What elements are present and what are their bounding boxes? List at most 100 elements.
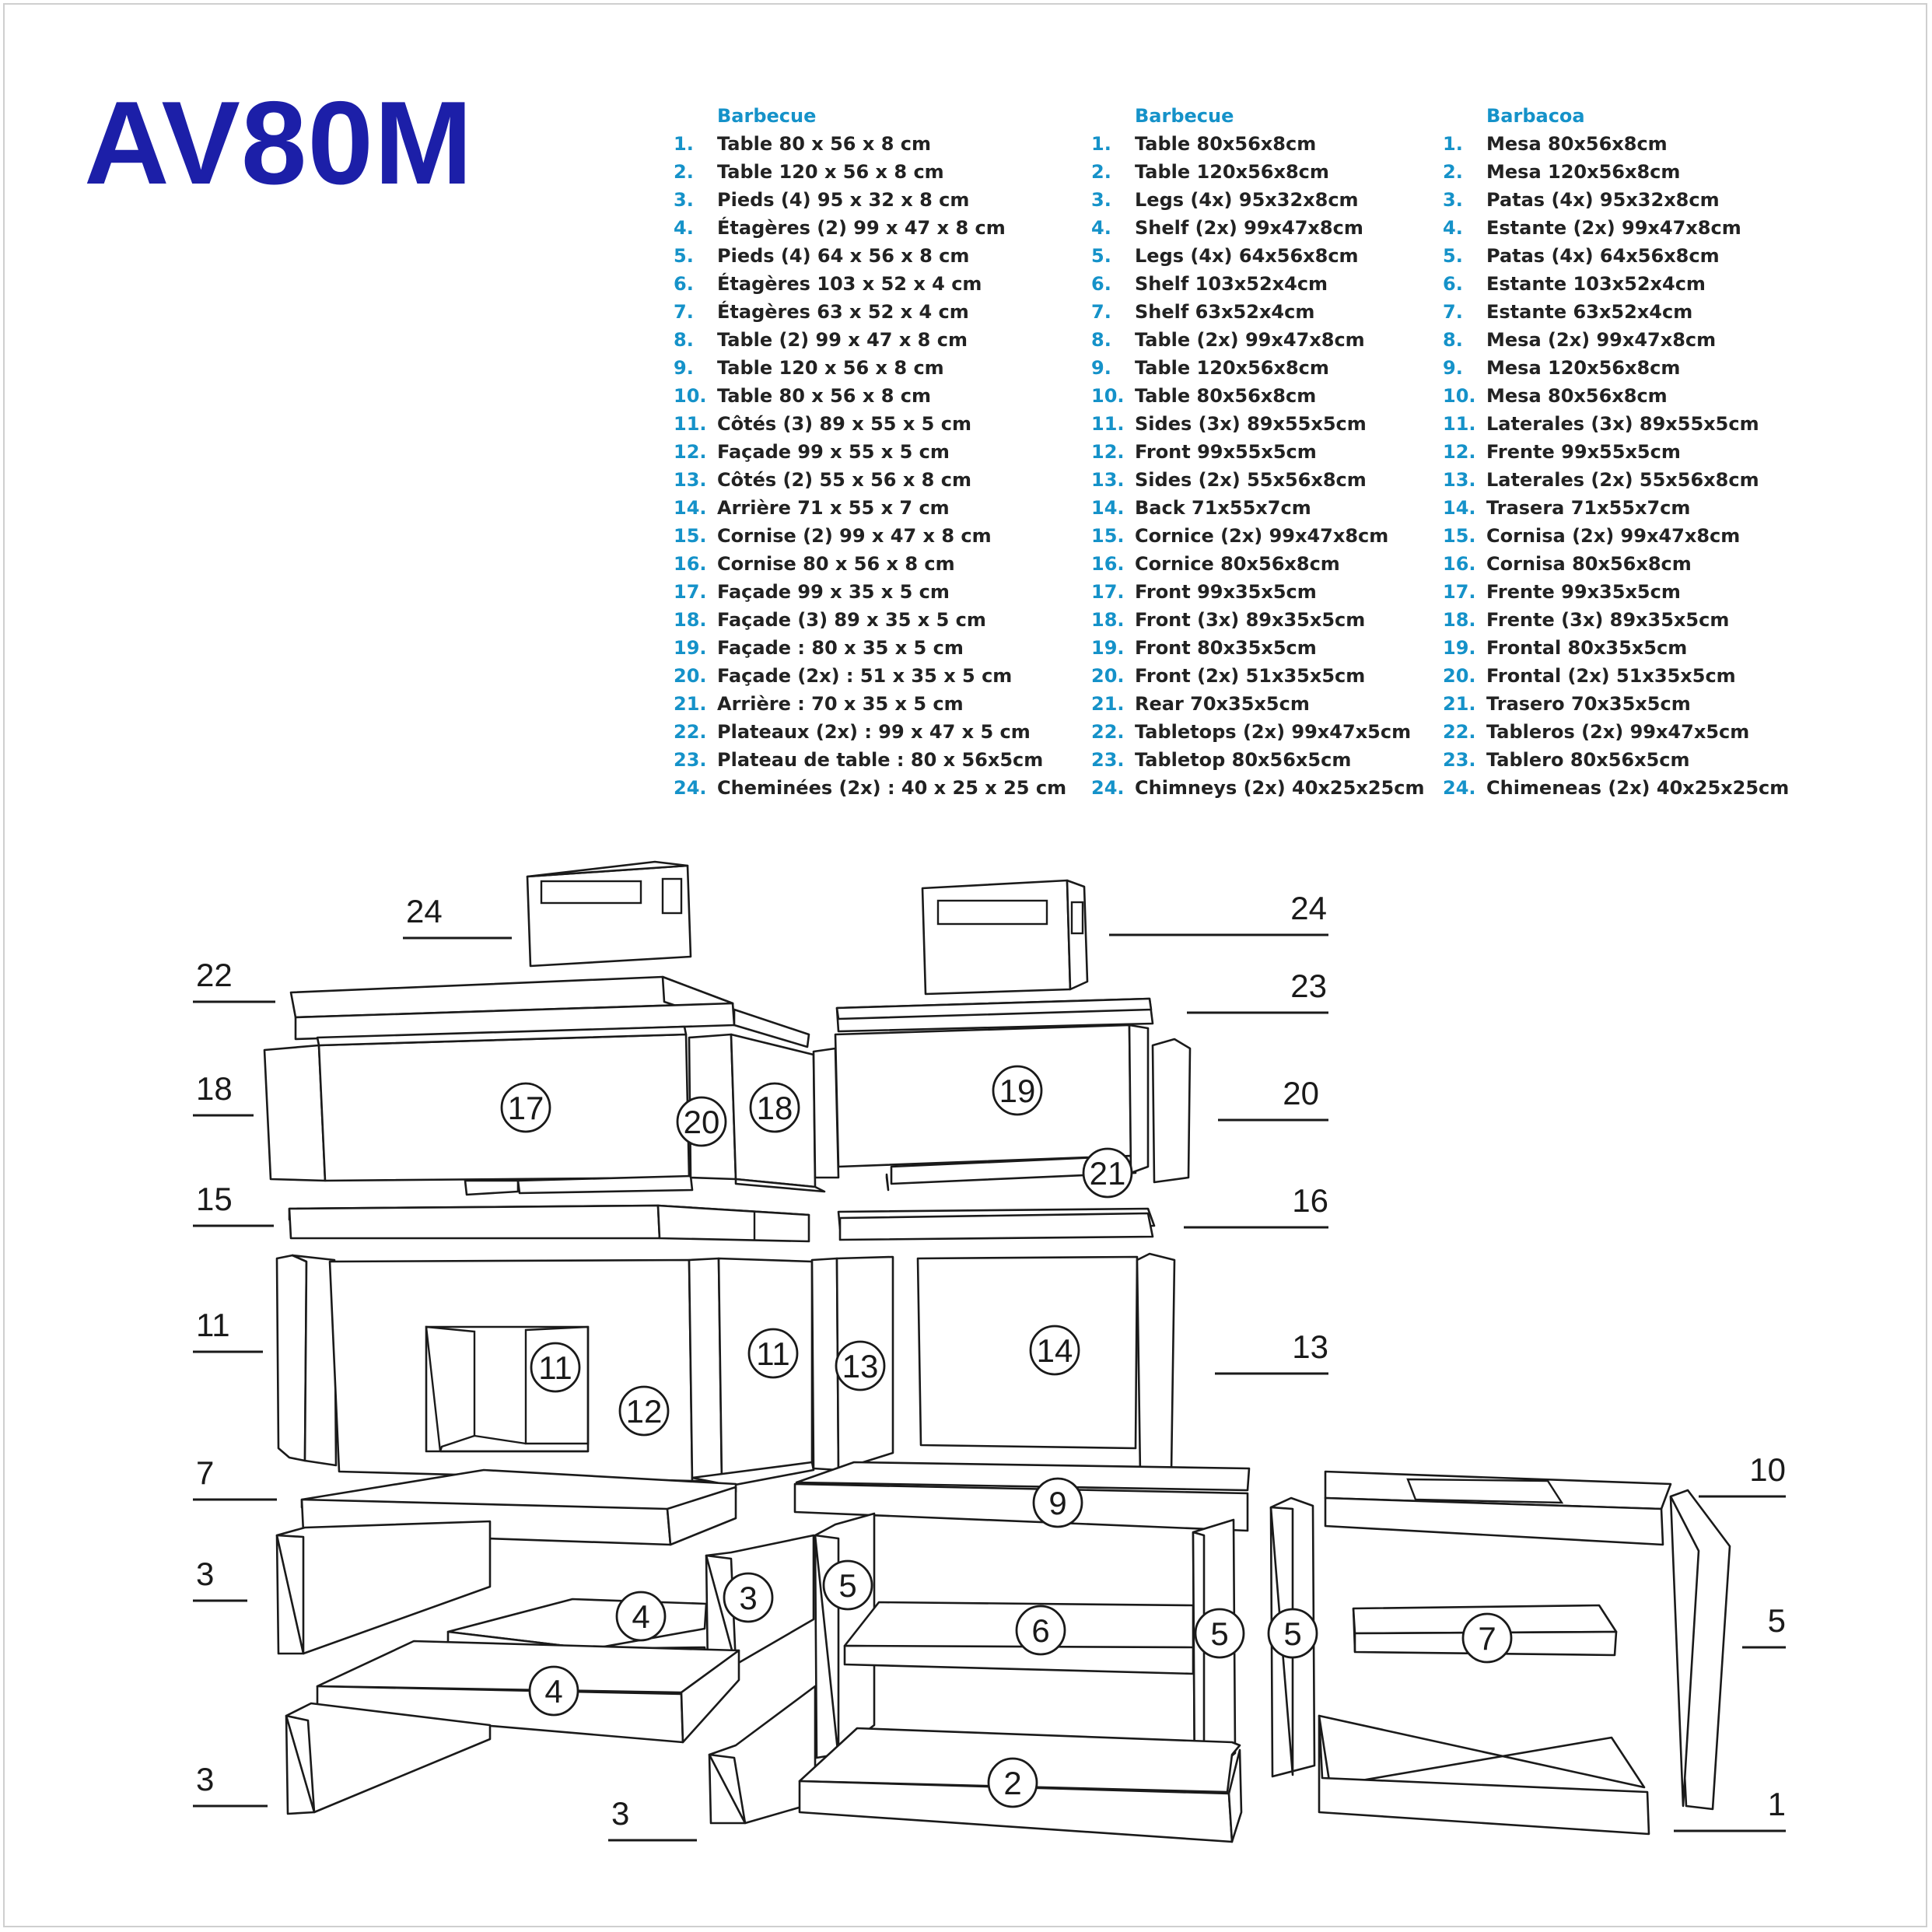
part-number: 23. (1091, 749, 1125, 771)
leader-number: 3 (196, 1761, 214, 1797)
part-description: Table 80 x 56 x 8 cm (717, 385, 931, 407)
leader-label: 24 (403, 893, 512, 940)
part-number: 18. (1091, 609, 1125, 631)
parts-list-item: 13.Sides (2x) 55x56x8cm (1091, 466, 1424, 494)
callout-circle (1082, 1147, 1133, 1199)
part-number: 20. (1091, 665, 1125, 687)
part-number: 16. (1091, 553, 1125, 575)
callout-number: 21 (1090, 1155, 1126, 1192)
parts-list-item: 14.Trasera 71x55x7cm (1443, 494, 1789, 522)
callout-number: 18 (757, 1090, 793, 1126)
part-callout: 20 (676, 1096, 727, 1147)
parts-list-item: 18.Façade (3) 89 x 35 x 5 cm (674, 606, 1066, 634)
part-number: 19. (1091, 637, 1125, 659)
leader-label: 1 (1674, 1786, 1786, 1832)
parts-list-item: 22.Tabletops (2x) 99x47x5cm (1091, 718, 1424, 746)
leader-number: 23 (1290, 968, 1327, 1004)
parts-list-item: 7.Étagères 63 x 52 x 4 cm (674, 298, 1066, 326)
parts-list-item: 3.Pieds (4) 95 x 32 x 8 cm (674, 186, 1066, 214)
callout-number: 20 (684, 1104, 720, 1140)
parts-list-item: 6.Shelf 103x52x4cm (1091, 270, 1424, 298)
part-number: 16. (674, 553, 707, 575)
part-number: 12. (1091, 441, 1125, 463)
part-callout: 5 (1194, 1608, 1245, 1659)
part-description: Sides (2x) 55x56x8cm (1135, 469, 1367, 491)
leader-number: 24 (406, 893, 443, 929)
callout-circle (1032, 1477, 1083, 1528)
leader-label: 20 (1218, 1075, 1328, 1122)
part-callout: 17 (500, 1082, 551, 1133)
part-description: Front (2x) 51x35x5cm (1135, 665, 1366, 687)
parts-list-item: 8.Table (2) 99 x 47 x 8 cm (674, 326, 1066, 354)
part-number: 4. (1443, 217, 1463, 239)
parts-list-item: 1.Table 80 x 56 x 8 cm (674, 130, 1066, 158)
callout-circle (615, 1591, 667, 1642)
part-number: 10. (1443, 385, 1476, 407)
part-number: 19. (1443, 637, 1476, 659)
parts-list-item: 4.Étagères (2) 99 x 47 x 8 cm (674, 214, 1066, 242)
leader-label: 5 (1742, 1602, 1786, 1649)
part-number: 3. (1091, 189, 1111, 211)
side-panel-13-right (1136, 1252, 1176, 1476)
parts-list-heading: Barbecue (717, 105, 817, 127)
part-number: 14. (1443, 497, 1476, 519)
leader-label: 7 (193, 1454, 277, 1501)
parts-list-item: 2. Table 120x56x8cm (1091, 158, 1424, 186)
callout-number: 6 (1031, 1612, 1049, 1649)
parts-list-item: 19.Façade : 80 x 35 x 5 cm (674, 634, 1066, 662)
parts-list-item: 15.Cornise (2) 99 x 47 x 8 cm (674, 522, 1066, 550)
part-description: Frontal (2x) 51x35x5cm (1486, 665, 1736, 687)
part-number: 2. (1091, 161, 1111, 183)
part-callout: 12 (618, 1385, 670, 1437)
part-description: Tabletops (2x) 99x47x5cm (1135, 721, 1412, 743)
parts-list-item: 9.Mesa 120x56x8cm (1443, 354, 1789, 382)
callout-number: 11 (756, 1335, 790, 1372)
parts-list-item: 24.Chimneys (2x) 40x25x25cm (1091, 774, 1424, 802)
part-number: 18. (674, 609, 707, 631)
parts-list-item: 13.Laterales (2x) 55x56x8cm (1443, 466, 1789, 494)
parts-list-item: 12.Front 99x55x5cm (1091, 438, 1424, 466)
part-number: 21. (1091, 693, 1125, 715)
part-description: Mesa 120x56x8cm (1486, 161, 1681, 183)
part-description: Table 120 x 56 x 8 cm (717, 161, 944, 183)
part-description: Table 120x56x8cm (1135, 161, 1329, 183)
table-1 (1318, 1714, 1650, 1836)
part-description: Tableros (2x) 99x47x5cm (1486, 721, 1750, 743)
parts-list-item: 12.Façade 99 x 55 x 5 cm (674, 438, 1066, 466)
parts-list-item: 10.Table 80 x 56 x 8 cm (674, 382, 1066, 410)
leader-number: 7 (196, 1454, 214, 1491)
callout-number: 5 (838, 1567, 856, 1604)
callout-number: 14 (1037, 1332, 1073, 1369)
callout-circle (723, 1572, 774, 1623)
part-description: Cornice 80x56x8cm (1135, 553, 1340, 575)
part-number: 5. (1091, 245, 1111, 267)
parts-list-item: 2.Mesa 120x56x8cm (1443, 158, 1789, 186)
leader-number: 22 (196, 957, 233, 993)
parts-list-item: 7.Estante 63x52x4cm (1443, 298, 1789, 326)
part-description: Frente 99x35x5cm (1486, 581, 1681, 603)
callout-number: 12 (626, 1393, 663, 1430)
part-number: 17. (1443, 581, 1476, 603)
part-description: Tabletop 80x56x5cm (1135, 749, 1352, 771)
part-number: 2. (674, 161, 694, 183)
page-frame (3, 3, 1927, 1927)
leader-label: 22 (193, 957, 275, 1003)
part-number: 11. (1443, 413, 1476, 435)
parts-list-item: 9.Table 120x56x8cm (1091, 354, 1424, 382)
parts-list-item: 15.Cornisa (2x) 99x47x8cm (1443, 522, 1789, 550)
part-description: Front (3x) 89x35x5cm (1135, 609, 1366, 631)
side-panel-11-right (688, 1257, 815, 1487)
part-number: 14. (1091, 497, 1125, 519)
parts-list-item: 20. Front (2x) 51x35x5cm (1091, 662, 1424, 690)
part-description: Cornise 80 x 56 x 8 cm (717, 553, 955, 575)
part-number: 8. (1091, 329, 1111, 351)
part-number: 7. (1443, 301, 1463, 323)
callout-circle (528, 1665, 579, 1717)
part-number: 24. (674, 777, 707, 799)
part-description: Cornice (2x) 99x47x8cm (1135, 525, 1389, 547)
front-panel-20 (1128, 1024, 1192, 1184)
part-description: Façade 99 x 55 x 5 cm (717, 441, 950, 463)
callout-number: 7 (1478, 1620, 1496, 1657)
